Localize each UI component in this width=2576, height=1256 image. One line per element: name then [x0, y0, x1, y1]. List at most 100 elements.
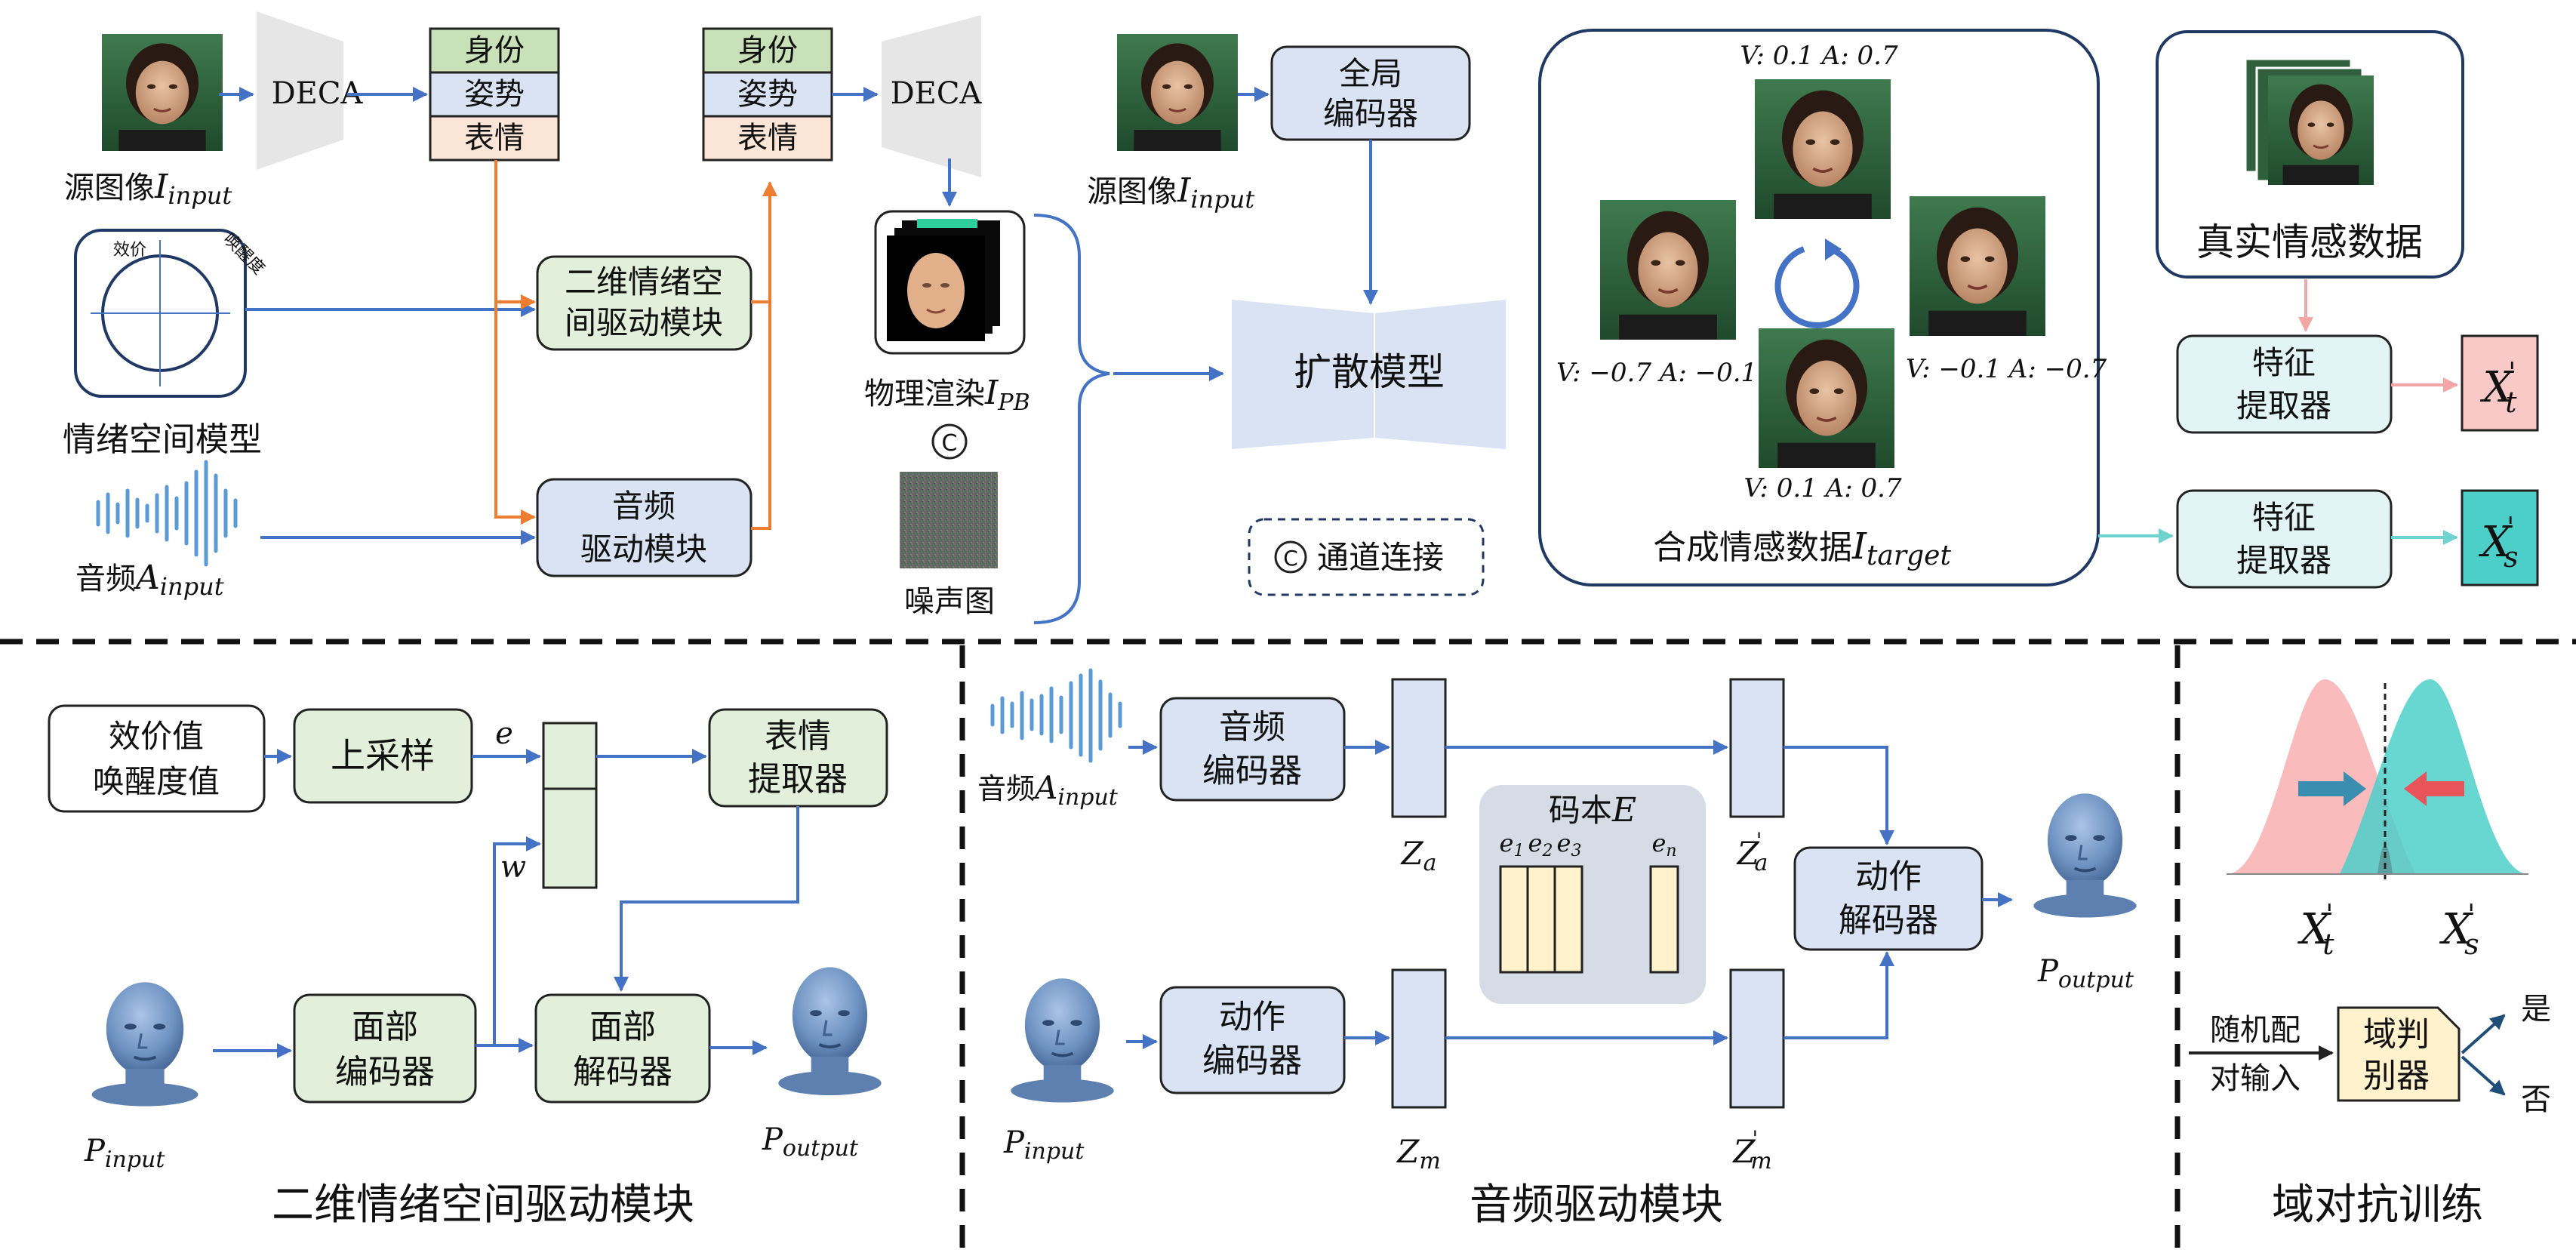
svg-text:提取器: 提取器	[2236, 387, 2331, 424]
va-values-input	[48, 704, 266, 813]
real-data-label: 真实情感数据	[2196, 220, 2423, 264]
concat-symbol	[931, 423, 968, 460]
svg-text:X't: X't	[2479, 358, 2517, 419]
p-input-head-left	[92, 982, 199, 1106]
random-pair-line1: 随机配	[2210, 1013, 2301, 1048]
svg-text:面部: 面部	[352, 1008, 418, 1046]
render-label: 物理渲染IPB	[864, 374, 1030, 416]
concat-legend-text: 通道连接	[1317, 539, 1444, 576]
svg-text:特征: 特征	[2252, 344, 2316, 381]
synth-face-bottom	[1757, 327, 1896, 469]
va-top: V: 0.1 A: 0.7	[1740, 41, 1898, 71]
svg-text:编码器: 编码器	[1323, 95, 1418, 132]
zm-latent	[1391, 968, 1447, 1109]
bottom-right-title: 域对抗训练	[2272, 1181, 2483, 1230]
param2-pose: 姿势	[737, 77, 798, 112]
2d-emotion-module-line1: 二维情绪空	[565, 263, 723, 300]
svg-text:提取器: 提取器	[748, 760, 848, 799]
param-identity: 身份	[464, 33, 525, 68]
svg-text:en: en	[1651, 829, 1676, 860]
input-brace	[1033, 214, 1110, 624]
2d-emotion-module-line2: 间驱动模块	[565, 304, 723, 341]
svg-text:动作: 动作	[1219, 998, 1285, 1036]
deca-encoder-shape	[257, 11, 343, 170]
domain-discriminator	[2337, 1006, 2461, 1102]
za-prime-label: Z'a	[1736, 828, 1768, 876]
p-input-head-middle	[1009, 977, 1116, 1104]
zm-prime-label: Z'm	[1731, 1126, 1771, 1174]
w-label: w	[500, 850, 526, 885]
zm-quantized	[1729, 968, 1785, 1109]
audio-input-label: 音频Ainput	[75, 559, 224, 601]
valence-axis-label: 效价	[113, 241, 146, 260]
svg-text:别器: 别器	[2363, 1057, 2430, 1095]
svg-text:C: C	[942, 430, 958, 457]
expression-routing-lines	[494, 160, 777, 530]
svg-text:e2: e2	[1528, 829, 1553, 860]
domain-distribution-plot	[2227, 679, 2528, 883]
za-latent	[1391, 678, 1447, 818]
param-pose: 姿势	[464, 77, 525, 112]
param2-expression: 表情	[737, 121, 798, 155]
svg-text:解码器: 解码器	[1839, 901, 1938, 940]
audio-module-line2: 驱动模块	[580, 531, 707, 568]
output-no: 否	[2521, 1082, 2551, 1117]
svg-text:C: C	[1283, 546, 1298, 571]
e-label: e	[495, 716, 513, 751]
diffusion-decoder-shape	[1375, 300, 1506, 449]
xs-feature-box	[2461, 489, 2539, 586]
concat-legend	[1248, 518, 1485, 596]
p-output-head-middle	[2032, 792, 2138, 919]
svg-text:表情: 表情	[765, 717, 831, 756]
diffusion-encoder-shape	[1232, 300, 1374, 449]
va-right: V: −0.1 A: −0.7	[1906, 354, 2107, 384]
p-input-label-left: Pinput	[84, 1134, 165, 1173]
p-output-label-middle: Poutput	[2037, 954, 2134, 993]
diffusion-model-label: 扩散模型	[1294, 350, 1445, 394]
p-output-label-left: Poutput	[762, 1122, 859, 1162]
audio-input-label-2: 音频Ainput	[977, 769, 1119, 811]
deca-decoder-shape	[882, 15, 981, 177]
svg-text:e3: e3	[1557, 829, 1582, 860]
svg-text:编码器: 编码器	[335, 1053, 435, 1091]
param2-identity: 身份	[737, 33, 798, 68]
output-yes: 是	[2521, 992, 2551, 1027]
svg-text:上采样: 上采样	[331, 735, 435, 776]
rotation-icon	[1774, 246, 1860, 328]
source-image-2-photo	[1116, 32, 1239, 152]
face-encoder	[293, 993, 477, 1104]
synthetic-emotion-panel	[1538, 29, 2100, 586]
va-left: V: −0.7 A: −0.1	[1556, 358, 1757, 388]
audio-waveform-icon	[96, 460, 238, 567]
source-image-photo	[100, 32, 224, 152]
svg-text:全局: 全局	[1339, 55, 1402, 92]
bottom-middle-title: 音频驱动模块	[1470, 1181, 1723, 1230]
svg-text:特征: 特征	[2252, 499, 2316, 536]
xt-label-bottom: X't	[2297, 900, 2334, 961]
p-input-label-middle: Pinput	[1003, 1125, 1085, 1165]
emotion-space-model-label: 情绪空间模型	[63, 420, 262, 459]
edited-params-stack: 身份 姿势 表情	[702, 27, 833, 162]
motion-encoder	[1159, 986, 1346, 1094]
bottom-left-title: 二维情绪空间驱动模块	[272, 1181, 694, 1230]
va-bottom: V: 0.1 A: 0.7	[1743, 473, 1902, 503]
xs-label-bottom: X's	[2439, 900, 2479, 961]
synth-face-top	[1753, 78, 1892, 220]
audio-module-line1: 音频	[612, 488, 676, 525]
svg-text:解码器: 解码器	[573, 1053, 672, 1091]
noise-map-label: 噪声图	[904, 584, 995, 619]
audio-waveform-icon-2	[990, 668, 1122, 763]
deca2-label: DECA	[891, 76, 983, 111]
source-image-label: 源图像Iinput	[64, 168, 232, 210]
svg-text:唤醒度值: 唤醒度值	[93, 763, 220, 800]
synth-face-right	[1908, 195, 2047, 337]
za-quantized	[1729, 678, 1785, 818]
codebook-entries	[1499, 865, 1679, 974]
param-expression: 表情	[464, 121, 525, 155]
xt-feature-box	[2461, 334, 2539, 432]
synthetic-data-label: 合成情感数据Itarget	[1653, 525, 1951, 571]
source-image-2-label: 源图像Iinput	[1087, 171, 1254, 214]
svg-text:提取器: 提取器	[2236, 542, 2331, 579]
random-pair-line2: 对输入	[2210, 1061, 2301, 1096]
